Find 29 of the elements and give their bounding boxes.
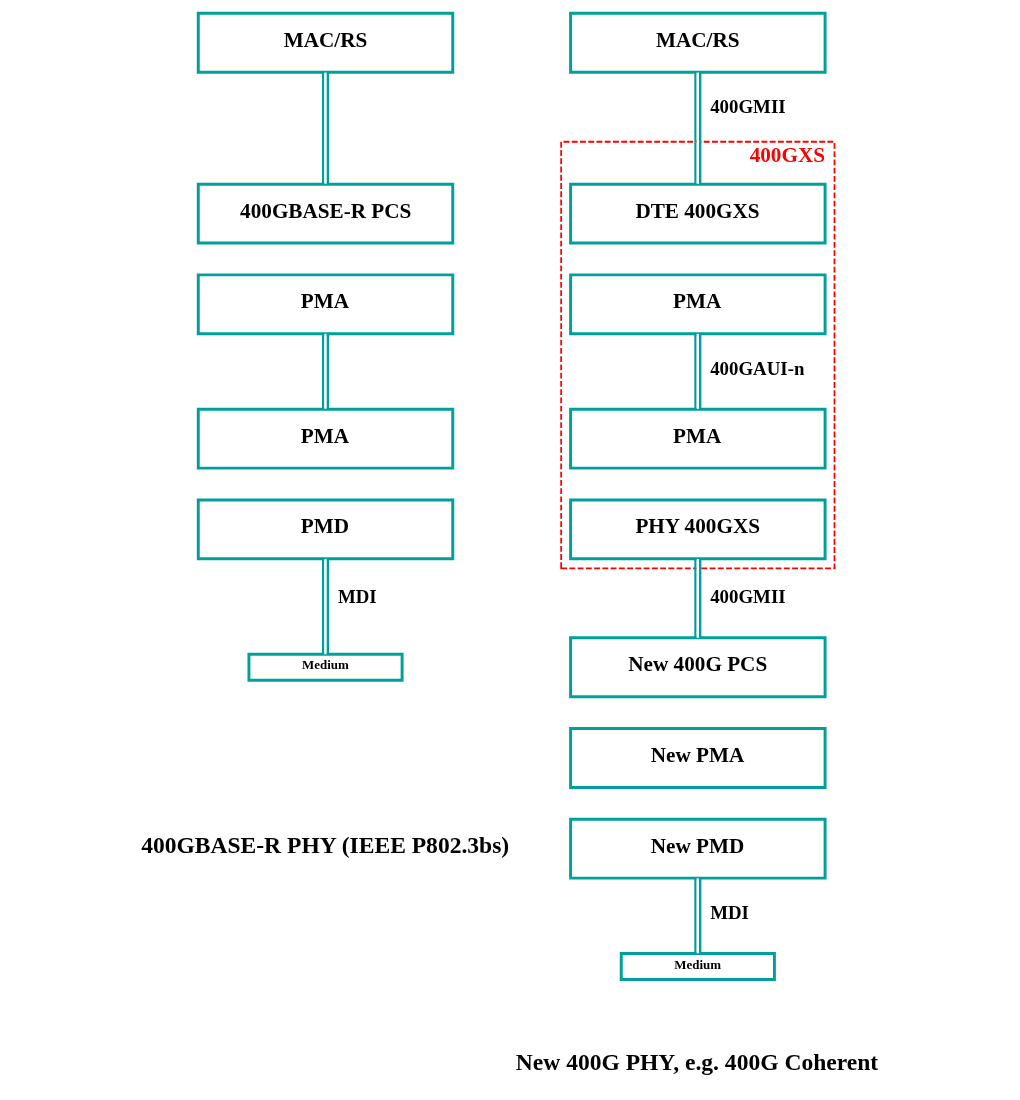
node-box: PHY 400GXS [568,498,827,561]
node-box: New 400G PCS [568,636,827,699]
node-box: New PMD [568,817,827,880]
node-box: PMD [196,498,454,561]
node-box: Medium [619,952,776,981]
edge-label: 400GMII [709,96,786,118]
connector [693,878,701,954]
connector [321,72,329,184]
node-box: PMA [568,273,827,336]
label: 400GBASE-R PHY (IEEE P802.3bs) [140,832,509,859]
node-box: PMA [196,407,454,470]
edge-label: MDI [337,586,377,608]
edge-label: 400GMII [709,586,786,608]
node-box: PMA [568,407,827,470]
connector [321,558,329,655]
edge-label: MDI [709,902,749,924]
connector [321,333,329,409]
node-box: Medium [246,652,404,682]
connector [693,333,701,409]
label: New 400G PHY, e.g. 400G Coherent [515,1049,878,1076]
node-box: DTE 400GXS [568,182,827,245]
node-box: MAC/RS [196,11,454,74]
node-box: New PMA [568,727,827,789]
node-box: PMA [196,273,454,336]
node-box: MAC/RS [568,11,827,74]
edge-label: 400GAUI-n [709,357,804,379]
connector [693,558,701,638]
connector [693,72,701,184]
node-box: 400GBASE-R PCS [196,182,454,245]
